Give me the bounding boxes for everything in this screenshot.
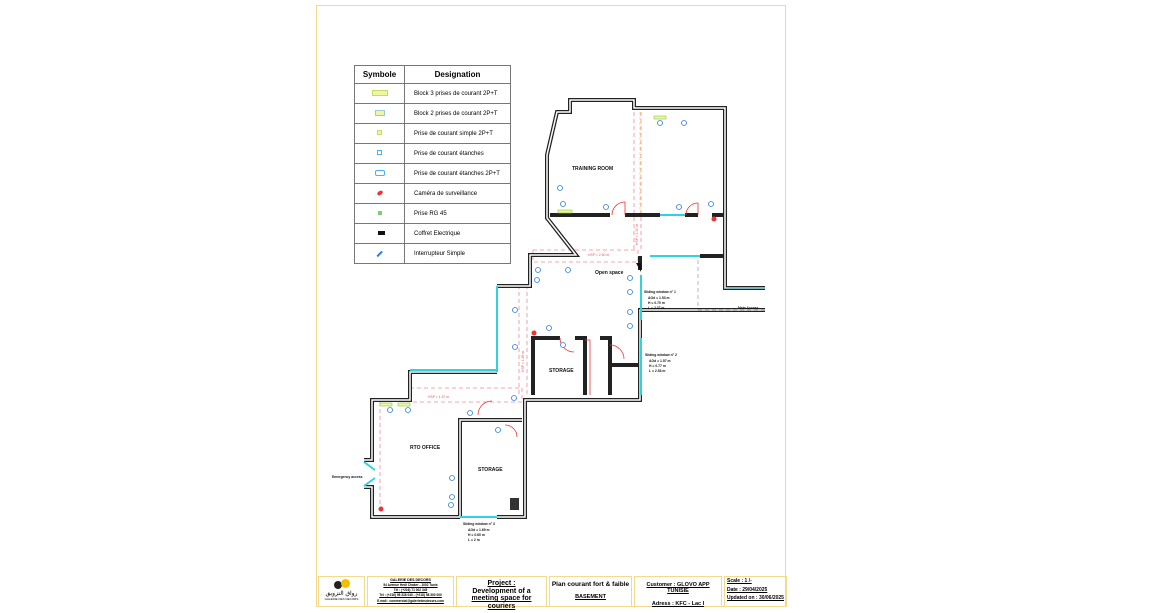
logo-text: رواق التزويق bbox=[325, 591, 358, 597]
room-label-rto-office: RTO OFFICE bbox=[410, 445, 441, 451]
legend-label: Prise de courant étanches bbox=[404, 143, 511, 164]
main-access-label: Main Access bbox=[738, 306, 759, 310]
updated-date: Updated on : 30/06/2025 bbox=[727, 595, 784, 601]
legend-label: Block 2 prises de courant 2P+T bbox=[404, 103, 511, 124]
room-label-storage: STORAGE bbox=[478, 467, 503, 473]
window-spec: AOd = 1.69 m bbox=[468, 528, 490, 532]
hsp-label: HSP = 1.50 m bbox=[635, 224, 639, 245]
project-label: Project : bbox=[487, 580, 516, 587]
legend-header-designation: Designation bbox=[404, 65, 511, 84]
hsp-label: HSP = 2.50 m bbox=[588, 253, 609, 257]
window-label: Sliding window n° 2 bbox=[645, 353, 677, 357]
window-spec: L = 2 m bbox=[468, 538, 480, 542]
company-email: E.mail : commercial@galeriedesdecors.com bbox=[377, 598, 444, 603]
hsp-label: HSP = 1.57 m bbox=[428, 395, 449, 399]
logo-icon bbox=[333, 579, 350, 591]
legend-label: Prise de courant étanches 2P+T bbox=[404, 163, 511, 184]
legend-label: Caméra de surveillance bbox=[404, 183, 511, 204]
single-outlet-icon bbox=[377, 130, 382, 135]
room-label-training: TRAINING ROOM bbox=[572, 166, 613, 172]
legend-label: Interrupteur Simple bbox=[404, 243, 511, 264]
emergency-access-label: Emergency access bbox=[332, 475, 363, 479]
block-2-outlet-icon bbox=[374, 109, 385, 116]
plan-title-block: Plan courant fort & faible BASEMENT bbox=[549, 576, 632, 607]
room-label-open-space: Open space bbox=[595, 270, 624, 276]
window-spec: AOd = 1.53 m bbox=[648, 296, 670, 300]
customer-block: Customer : GLOVO APP TUNISIE Adress : KF… bbox=[634, 576, 722, 607]
room-label-storage: STORAGE bbox=[549, 368, 574, 374]
outlet-symbols bbox=[387, 120, 714, 508]
customer-address: Adress : KFC - Lac I bbox=[651, 601, 705, 608]
scale-block: Scale : 1 /- Date : 29/04/2025 Updated o… bbox=[724, 576, 787, 607]
window-spec: AOd = 1.57 m bbox=[649, 359, 671, 363]
logo-block: رواق التزويق GALERIE DES DECORS bbox=[318, 576, 365, 607]
double-waterproof-outlet-icon bbox=[374, 169, 385, 176]
window-label: Sliding window n° 1 bbox=[644, 290, 676, 294]
legend-label: Coffret Electrique bbox=[404, 223, 511, 244]
doors bbox=[477, 201, 699, 438]
window-spec: L = 2.53 m bbox=[649, 369, 665, 373]
plan-title: Plan courant fort & faible bbox=[551, 581, 630, 588]
company-phone: Tél : (+216) 98 336 040 - (+216) 98 300 … bbox=[379, 593, 442, 598]
project-block: Project : Development of a meeting space… bbox=[456, 576, 547, 611]
legend-label: Prise RG 45 bbox=[404, 203, 511, 224]
project-name: meeting space for couriers bbox=[471, 595, 532, 611]
window-label: Sliding window n° 3 bbox=[463, 522, 495, 526]
rj45-icon bbox=[377, 210, 382, 215]
hsp-label: HSP = 1.85 m bbox=[521, 351, 525, 372]
camera-icon bbox=[375, 189, 384, 196]
window-spec: H = 0.70 m bbox=[648, 301, 665, 305]
company-name: GALERIE DES DECORS bbox=[390, 578, 431, 582]
project-name: Development of a bbox=[472, 587, 531, 595]
date-value: Date : 29/04/2025 bbox=[727, 586, 768, 593]
customer-name: Customer : GLOVO APP TUNISIE bbox=[646, 582, 710, 595]
legend-header-symbol: Symbole bbox=[354, 65, 405, 84]
window-spec: H = 0.77 m bbox=[649, 364, 666, 368]
window-spec: H = 0.60 m bbox=[468, 533, 485, 537]
scale-value: Scale : 1 /- bbox=[727, 578, 752, 584]
switch-icon bbox=[376, 250, 383, 257]
windows bbox=[363, 214, 685, 518]
legend-label: Prise de courant simple 2P+T bbox=[404, 123, 511, 144]
block-3-outlet-icon bbox=[371, 89, 388, 96]
hsp-zones bbox=[379, 112, 642, 512]
camera-symbols bbox=[378, 216, 717, 512]
company-block: GALERIE DES DECORS 54 Avenue Hedi Chaker… bbox=[367, 576, 454, 607]
legend-label: Block 3 prises de courant 2P+T bbox=[404, 83, 511, 104]
company-phone: Tél : (+216) 71 002 345 bbox=[393, 588, 428, 593]
company-address: 54 Avenue Hedi Chaker - 1002 Tunis bbox=[383, 583, 438, 588]
electrical-panel-icon bbox=[374, 230, 385, 235]
electrical-panel-icon bbox=[510, 498, 519, 510]
waterproof-outlet-icon bbox=[377, 150, 382, 155]
window-spec: L = 2.37 m bbox=[648, 306, 664, 310]
plan-level: BASEMENT bbox=[575, 594, 606, 601]
logo-subtext: GALERIE DES DECORS bbox=[324, 596, 359, 601]
